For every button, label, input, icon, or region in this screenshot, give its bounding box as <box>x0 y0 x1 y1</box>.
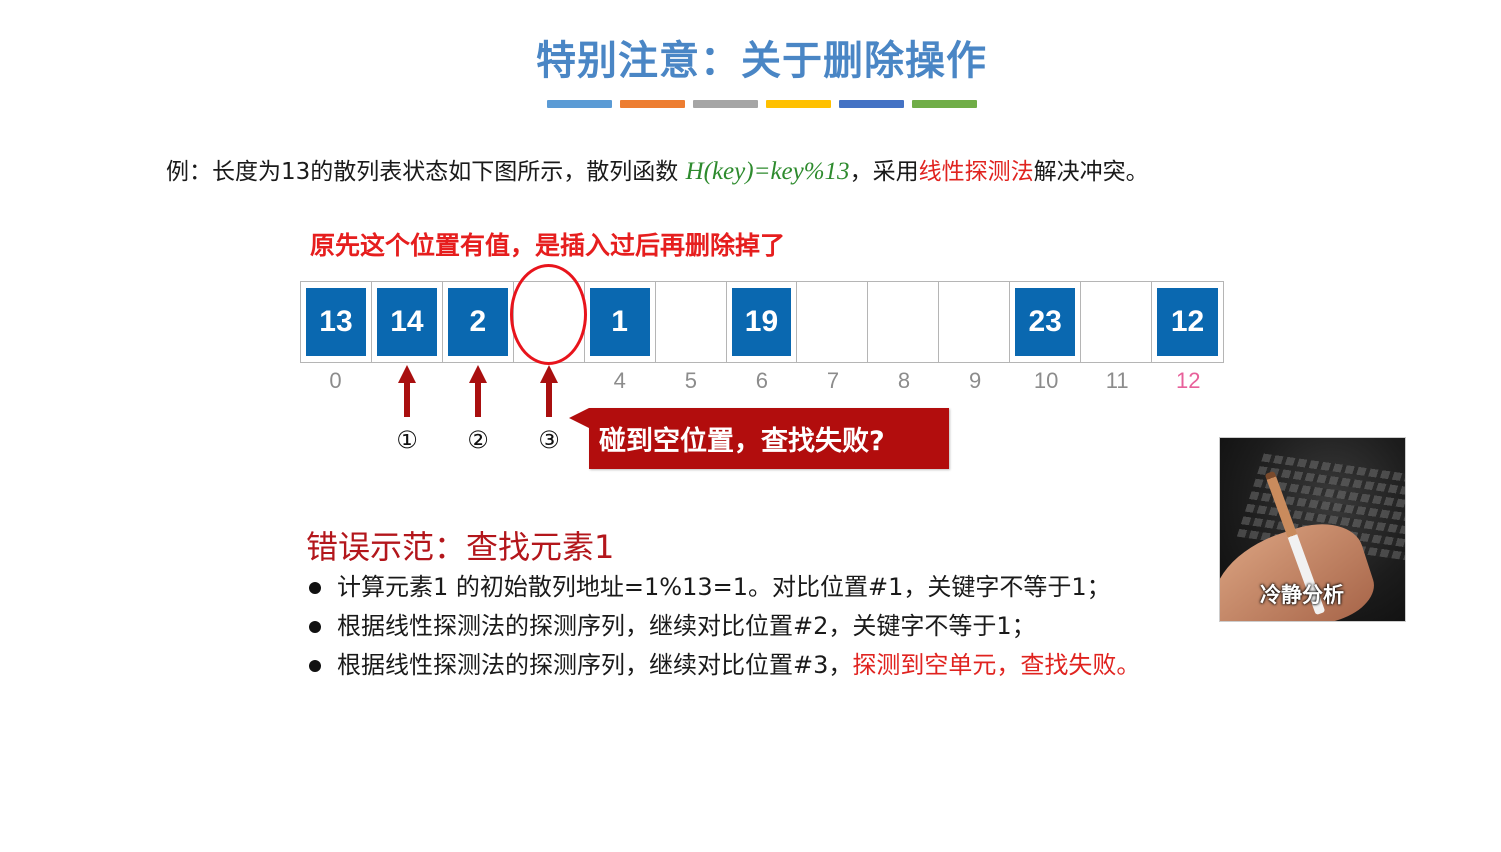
meme-image: 冷静分析 <box>1219 437 1406 622</box>
title-bar <box>766 100 831 108</box>
cell-index: 8 <box>897 368 911 393</box>
bullet-icon <box>309 620 321 633</box>
title-bar <box>839 100 904 108</box>
meme-caption: 冷静分析 <box>1260 583 1344 607</box>
cell-index: 6 <box>755 368 769 393</box>
example-middle: ，采用 <box>849 159 919 185</box>
cell-value: 23 <box>1015 288 1076 356</box>
wrong-example-steps: 计算元素1 的初始散列地址=1%13=1。对比位置#1，关键字不等于1； 根据线… <box>306 568 1140 685</box>
search-fail-callout: 碰到空位置，查找失败? <box>569 408 949 469</box>
cell-value: 14 <box>376 288 437 356</box>
cell-value: 12 <box>1157 288 1218 356</box>
up-arrow-icon <box>469 365 487 417</box>
hash-cell: 19 <box>727 282 798 362</box>
probe-step-1: ① <box>396 426 418 454</box>
hash-table: 13 14 2 1 19 23 12 <box>300 281 1224 363</box>
hash-function: H(key)=key%13 <box>685 158 850 185</box>
step-item: 计算元素1 的初始散列地址=1%13=1。对比位置#1，关键字不等于1； <box>306 568 1140 607</box>
cell-value: 19 <box>731 288 792 356</box>
hash-cell: 12 <box>1152 282 1223 362</box>
up-arrow-icon <box>540 365 558 417</box>
example-prefix: 例：长度为13的散列表状态如下图所示，散列函数 <box>166 159 686 185</box>
hash-cell: 23 <box>1010 282 1082 362</box>
cell-value: 1 <box>589 288 650 356</box>
cell-index: 0 <box>329 368 342 393</box>
hash-cell-empty <box>868 282 940 362</box>
probe-step-2: ② <box>467 426 489 454</box>
callout-text: 碰到空位置，查找失败? <box>599 426 885 457</box>
hash-cell-empty <box>656 282 727 362</box>
title-bar <box>620 100 685 108</box>
slide-title: 特别注意：关于删除操作 <box>536 38 987 84</box>
step-text: 根据线性探测法的探测序列，继续对比位置#2，关键字不等于1； <box>337 612 1036 640</box>
hash-cell-empty <box>797 282 869 362</box>
step-text-highlight: 探测到空单元，查找失败。 <box>852 651 1141 679</box>
cell-index-highlight: 12 <box>1176 368 1201 393</box>
cell-index: 9 <box>968 368 982 393</box>
deleted-slot-note: 原先这个位置有值，是插入过后再删除掉了 <box>310 231 786 260</box>
hash-cell: 1 <box>585 282 656 362</box>
cell-index: 5 <box>684 368 697 393</box>
bullet-icon <box>309 581 321 594</box>
deleted-slot-circle <box>510 264 587 365</box>
probe-step-3: ③ <box>538 426 560 454</box>
hash-cell: 2 <box>443 282 514 362</box>
title-underline-bars <box>547 100 977 108</box>
step-item: 根据线性探测法的探测序列，继续对比位置#3，探测到空单元，查找失败。 <box>306 646 1140 685</box>
cell-index: 4 <box>613 368 626 393</box>
cell-value: 2 <box>447 288 508 356</box>
step-text: 根据线性探测法的探测序列，继续对比位置#3， <box>337 651 853 679</box>
hash-cell-empty <box>1081 282 1153 362</box>
cell-value: 13 <box>306 288 366 356</box>
step-text: 计算元素1 的初始散列地址=1%13=1。对比位置#1，关键字不等于1； <box>337 573 1111 601</box>
probe-method: 线性探测法 <box>918 159 1034 185</box>
title-bar <box>547 100 612 108</box>
up-arrow-icon <box>398 365 416 417</box>
title-bar <box>693 100 758 108</box>
wrong-example-title: 错误示范：查找元素1 <box>306 528 615 566</box>
bullet-icon <box>309 659 321 672</box>
step-item: 根据线性探测法的探测序列，继续对比位置#2，关键字不等于1； <box>306 607 1140 646</box>
cell-index: 10 <box>1033 368 1059 393</box>
example-suffix: 解决冲突。 <box>1033 159 1149 185</box>
hash-cell-empty <box>939 282 1011 362</box>
cell-index: 11 <box>1105 368 1129 393</box>
index-row: 0 4 5 6 7 8 9 10 11 12 <box>300 368 1224 394</box>
hash-cell: 13 <box>301 282 372 362</box>
cell-index: 7 <box>826 368 840 393</box>
title-bar <box>912 100 977 108</box>
example-statement: 例：长度为13的散列表状态如下图所示，散列函数 H(key)=key%13，采用… <box>166 152 1149 186</box>
hash-cell: 14 <box>372 282 443 362</box>
